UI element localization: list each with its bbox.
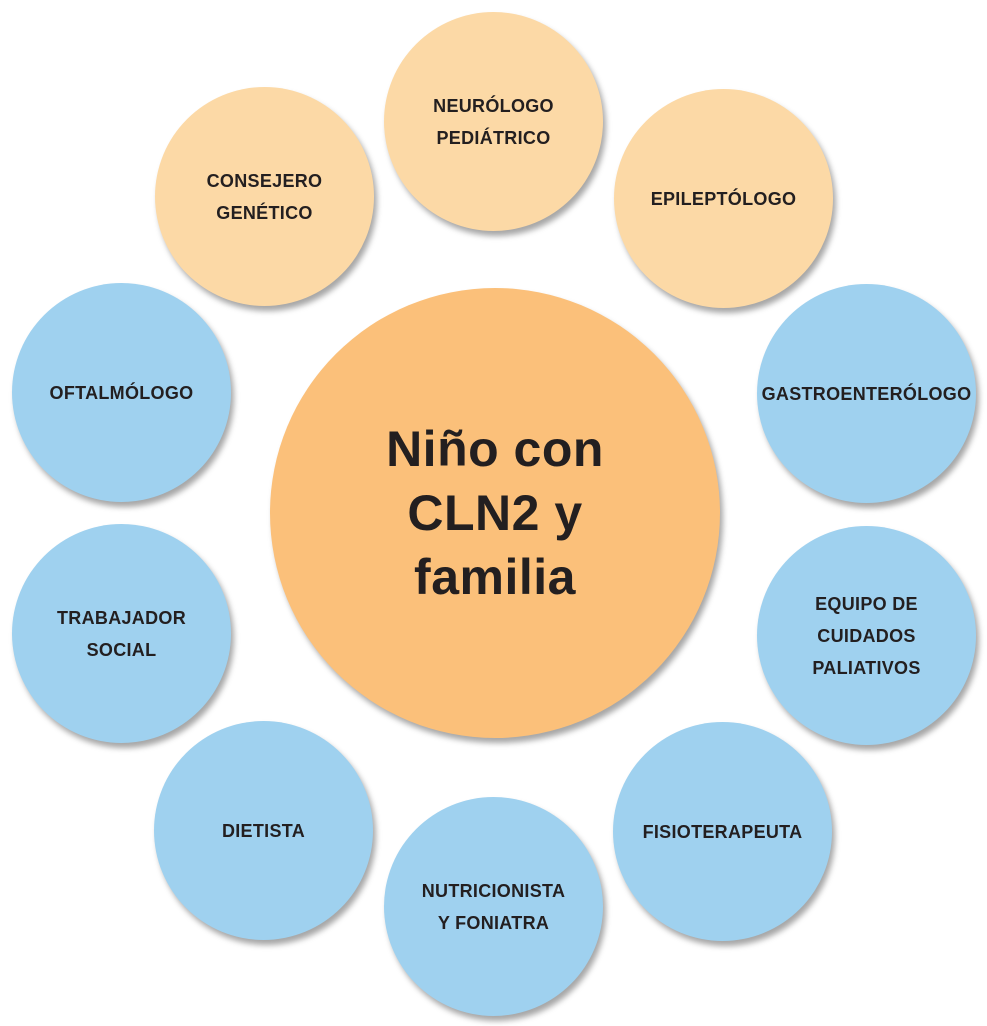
node-gastroenterologo: GASTROENTERÓLOGO (757, 284, 976, 503)
node-neurologo-pediatrico: NEURÓLOGO PEDIÁTRICO (384, 12, 603, 231)
node-label: FISIOTERAPEUTA (642, 821, 803, 842)
node-consejero-genetico: CONSEJERO GENÉTICO (155, 87, 374, 306)
node-label: TRABAJADOR SOCIAL (57, 607, 186, 660)
center-label: Niño con CLN2 y familia (386, 421, 604, 605)
node-fisioterapeuta: FISIOTERAPEUTA (613, 722, 832, 941)
node-epileptologo: EPILEPTÓLOGO (614, 89, 833, 308)
node-trabajador-social: TRABAJADOR SOCIAL (12, 524, 231, 743)
node-label: DIETISTA (221, 820, 306, 841)
node-label: OFTALMÓLOGO (49, 382, 194, 403)
node-oftalmologo: OFTALMÓLOGO (12, 283, 231, 502)
node-dietista: DIETISTA (154, 721, 373, 940)
node-label: EPILEPTÓLOGO (650, 188, 797, 209)
center-circle: Niño con CLN2 y familia (270, 288, 720, 738)
node-label: EQUIPO DE CUIDADOS PALIATIVOS (812, 593, 921, 678)
node-equipo-cuidados-paliativos: EQUIPO DE CUIDADOS PALIATIVOS (757, 526, 976, 745)
node-nutricionista-foniatra: NUTRICIONISTA Y FONIATRA (384, 797, 603, 1016)
node-label: NEURÓLOGO PEDIÁTRICO (433, 95, 554, 148)
node-label: GASTROENTERÓLOGO (761, 383, 972, 404)
node-label: NUTRICIONISTA Y FONIATRA (421, 880, 566, 933)
node-label: CONSEJERO GENÉTICO (206, 170, 323, 223)
